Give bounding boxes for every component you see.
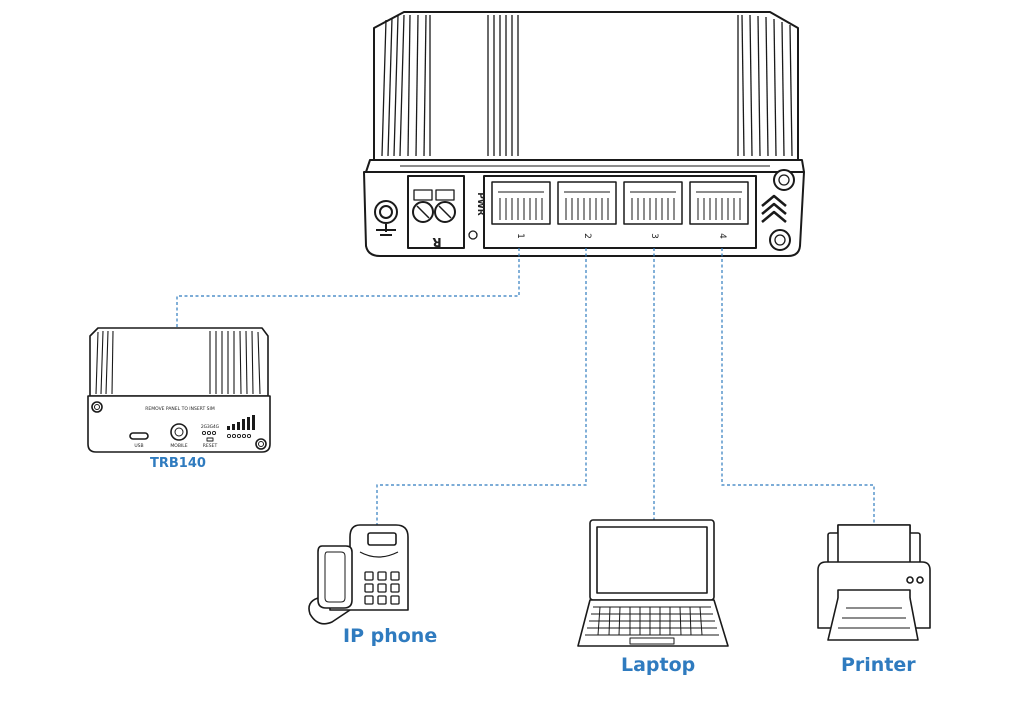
terminal-label: R xyxy=(432,235,441,249)
laptop-icon xyxy=(577,519,729,647)
signal-label-2g: 2G xyxy=(201,424,208,430)
ip-phone-label: IP phone xyxy=(343,625,438,647)
port-number-1: 1 xyxy=(515,233,525,239)
link-port2-ip-phone xyxy=(376,248,587,525)
ip-phone-icon xyxy=(308,524,409,625)
pwr-label: PWR xyxy=(475,192,485,216)
link-port4-printer xyxy=(721,248,875,525)
rj45-ports xyxy=(491,181,749,225)
trb140-label: TRB140 xyxy=(150,456,206,471)
port-number-4: 4 xyxy=(717,233,727,239)
printer-icon xyxy=(817,524,931,641)
link-port1-trb140 xyxy=(176,248,520,328)
trb140-device xyxy=(87,327,271,453)
port-number-2: 2 xyxy=(582,233,592,239)
usb-label: USB xyxy=(134,443,143,449)
ethernet-switch xyxy=(363,11,805,257)
sim-panel-text: REMOVE PANEL TO INSERT SIM xyxy=(145,406,215,412)
signal-label-3g: 3G xyxy=(207,424,214,430)
reset-label: RESET xyxy=(203,443,218,449)
network-links xyxy=(176,248,875,525)
port-number-3: 3 xyxy=(649,233,659,239)
mobile-label: MOBILE xyxy=(170,443,187,449)
printer-label: Printer xyxy=(841,654,916,676)
signal-label-4g: 4G xyxy=(213,424,220,430)
laptop-label: Laptop xyxy=(621,654,696,676)
